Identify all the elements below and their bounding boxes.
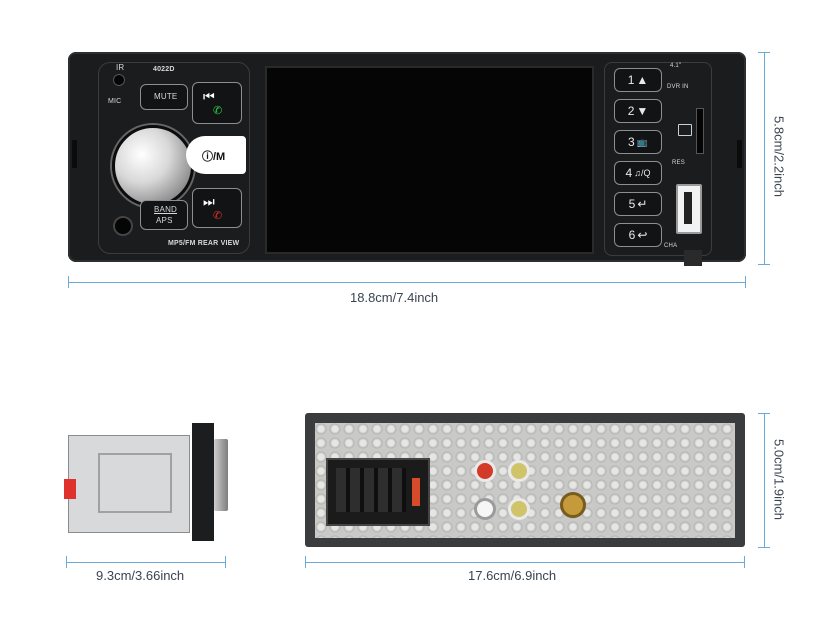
next-icon: ⏭: [203, 194, 215, 209]
res-label: RES: [672, 160, 685, 166]
rear-width-tick-left: [305, 556, 306, 568]
side-frame: [98, 453, 172, 513]
iso-connector: [326, 458, 430, 526]
side-knob: [214, 439, 228, 511]
sd-card-slot[interactable]: [696, 108, 704, 154]
left-clip: [72, 140, 77, 168]
rear-height-label: 5.0cm/1.9inch: [771, 439, 787, 520]
dvr-in-label: DVR IN: [667, 84, 689, 90]
prev-icon: ⏮: [203, 89, 215, 104]
usb-port-inner: [684, 192, 692, 224]
side-release-clip: [64, 479, 76, 499]
prev-button[interactable]: ⏮ ✆: [192, 82, 242, 124]
bottom-cable: [684, 250, 702, 266]
front-height-label: 5.8cm/2.2inch: [771, 116, 787, 197]
phone-hangup-icon: ✆: [213, 210, 223, 222]
side-width-line: [66, 562, 226, 563]
front-height-line: [764, 52, 765, 264]
music-eq-icon: ♫/Q: [634, 168, 651, 178]
mute-button[interactable]: MUTE: [140, 84, 188, 110]
preset-button-6[interactable]: 6↩: [614, 223, 662, 247]
side-chassis: [68, 435, 190, 533]
rear-height-tick-top: [758, 413, 770, 414]
rca-out-white: [474, 498, 496, 520]
enter-icon: ↵: [637, 197, 648, 211]
next-button[interactable]: ⏭ ✆: [192, 188, 242, 228]
side-width-label: 9.3cm/3.66inch: [96, 568, 185, 583]
rca-in-yellow: [508, 498, 530, 520]
rca-out-red: [474, 460, 496, 482]
preset-button-1[interactable]: 1▲: [614, 68, 662, 92]
panel-caption: MP5/FM REAR VIEW: [168, 240, 240, 247]
arrow-down-icon: ▼: [636, 104, 649, 118]
mic-label: MIC: [108, 98, 122, 105]
front-height-tick-bottom: [758, 264, 770, 265]
power-mode-button[interactable]: ⓘ/M: [186, 136, 246, 174]
return-icon: ↩: [637, 228, 648, 242]
front-width-label: 18.8cm/7.4inch: [350, 290, 439, 305]
sd-card-icon: [678, 124, 692, 136]
ir-sensor: [113, 74, 125, 86]
iso-connector-tab: [412, 478, 420, 506]
phone-answer-icon: ✆: [213, 105, 223, 117]
rear-width-line: [305, 562, 745, 563]
right-clip: [737, 140, 742, 168]
screen-size-label: 4.1": [670, 63, 682, 69]
rear-height-tick-bottom: [758, 547, 770, 548]
arrow-up-icon: ▲: [636, 73, 649, 87]
cha-label: CHA: [664, 243, 678, 249]
side-view: [64, 423, 228, 541]
display-screen: [265, 66, 594, 254]
model-label: 4022D: [153, 66, 175, 73]
iso-connector-pins: [336, 468, 406, 512]
rca-out-yellow: [508, 460, 530, 482]
camera-input-jack: [560, 492, 586, 518]
preset-button-3[interactable]: 3📺: [614, 130, 662, 154]
ir-label: IR: [116, 63, 125, 72]
side-faceplate: [192, 423, 214, 541]
front-width-tick-right: [745, 276, 746, 288]
side-width-tick-right: [225, 556, 226, 568]
aux-jack: [113, 216, 133, 236]
volume-knob[interactable]: [112, 125, 194, 207]
usb-port[interactable]: [676, 184, 702, 234]
tv-icon: 📺: [636, 136, 648, 147]
front-width-tick-left: [68, 276, 69, 288]
side-width-tick-left: [66, 556, 67, 568]
rear-width-tick-right: [744, 556, 745, 568]
preset-button-5[interactable]: 5↵: [614, 192, 662, 216]
front-width-line: [68, 282, 746, 283]
front-height-tick-top: [758, 52, 770, 53]
preset-button-4[interactable]: 4♫/Q: [614, 161, 662, 185]
band-aps-button[interactable]: BAND APS: [140, 200, 188, 230]
left-control-area: [98, 62, 250, 254]
right-control-area: [604, 62, 712, 256]
rear-height-line: [764, 413, 765, 547]
rear-width-label: 17.6cm/6.9inch: [468, 568, 557, 583]
preset-button-2[interactable]: 2▼: [614, 99, 662, 123]
